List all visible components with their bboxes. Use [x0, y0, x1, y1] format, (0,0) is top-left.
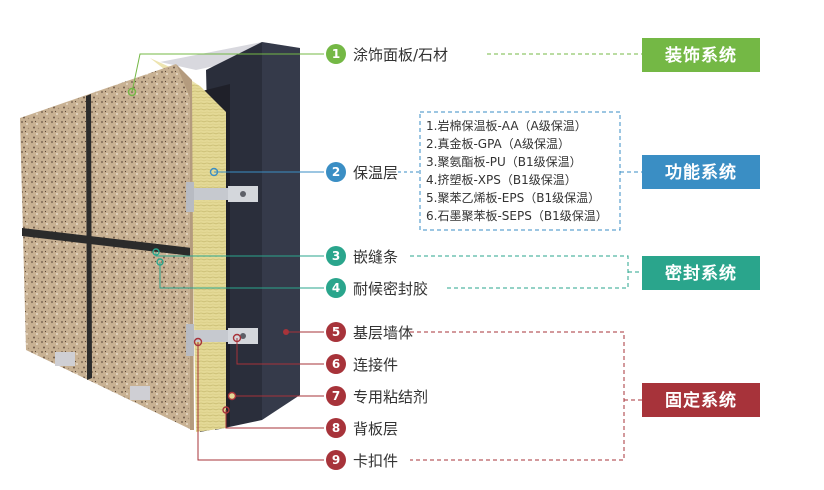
- badge-6-number: 6: [332, 357, 340, 371]
- component-6: 6 连接件: [326, 354, 398, 374]
- insulation-type-2: 2.真金板-GPA（A级保温）: [426, 136, 570, 151]
- badge-1: [326, 44, 346, 64]
- component-4: 4 耐候密封胶: [326, 278, 428, 298]
- badge-4: [326, 278, 346, 298]
- badge-9-number: 9: [332, 453, 340, 467]
- stone-panel-edge: [176, 64, 194, 430]
- system-fixing-box: [642, 383, 760, 417]
- component-3: 3 嵌缝条: [326, 246, 398, 266]
- component-9: 9 卡扣件: [326, 450, 398, 470]
- label-4: 耐候密封胶: [353, 280, 428, 298]
- badge-3: [326, 246, 346, 266]
- insulation-types-border: [419, 111, 621, 231]
- insulation-type-1: 1.岩棉保温板-AA（A级保温）: [426, 118, 587, 133]
- component-2: 2 保温层: [326, 162, 398, 182]
- base-foot-2: [130, 386, 150, 400]
- marker-7: [227, 391, 237, 401]
- wall-illustration: [20, 42, 300, 432]
- marker-8: [222, 406, 230, 414]
- label-7: 专用粘结剂: [353, 388, 428, 406]
- insulation-types-box: 1.岩棉保温板-AA（A级保温） 2.真金板-GPA（A级保温） 3.聚氨酯板-…: [419, 111, 621, 231]
- badge-2-number: 2: [332, 165, 340, 179]
- system-functional-label: 功能系统: [665, 162, 737, 183]
- leader-9: [197, 342, 324, 461]
- marker-5: [283, 329, 289, 335]
- badge-1-number: 1: [332, 47, 340, 61]
- component-7: 7 专用粘结剂: [326, 386, 428, 406]
- leader-fixing-bracket: [410, 331, 625, 461]
- marker-3: [152, 248, 160, 256]
- base-foot-1: [55, 352, 75, 366]
- badge-4-number: 4: [332, 281, 340, 295]
- insulation-type-4: 4.挤塑板-XPS（B1级保温）: [426, 172, 577, 187]
- base-wall: [262, 42, 300, 420]
- leader-4: [159, 262, 324, 289]
- leader-6: [236, 338, 324, 365]
- badge-5: [326, 322, 346, 342]
- component-labels: 1 涂饰面板/石材 2 保温层 3 嵌缝条 4 耐候密封胶 5 基层墙体 6 连…: [326, 44, 448, 470]
- leader-lines: [131, 53, 642, 461]
- lower-bracket: [186, 324, 258, 356]
- system-fixing: 固定系统: [642, 383, 760, 417]
- insulation-type-5: 5.聚苯乙烯板-EPS（B1级保温）: [426, 191, 600, 205]
- marker-1: [127, 87, 137, 97]
- marker-4: [156, 258, 164, 266]
- leader-sealing-bracket: [410, 255, 629, 289]
- leader-1: [131, 53, 324, 93]
- label-6: 连接件: [353, 356, 398, 374]
- system-sealing: 密封系统: [642, 256, 760, 290]
- component-1: 1 涂饰面板/石材: [326, 44, 448, 64]
- badge-7: [326, 386, 346, 406]
- joint-horizontal: [22, 228, 192, 256]
- system-labels: 装饰系统 功能系统 密封系统 固定系统: [628, 38, 760, 417]
- label-1: 涂饰面板/石材: [353, 46, 448, 64]
- component-5: 5 基层墙体: [326, 322, 413, 342]
- system-decorative: 装饰系统: [642, 38, 760, 72]
- badge-8: [326, 418, 346, 438]
- marker-2: [209, 167, 219, 177]
- leader-8: [225, 410, 324, 429]
- stone-panel-face: [20, 64, 192, 430]
- marker-9: [193, 337, 203, 347]
- insulation-type-6: 6.石墨聚苯板-SEPS（B1级保温）: [426, 209, 608, 223]
- label-2: 保温层: [353, 164, 398, 182]
- label-3: 嵌缝条: [353, 248, 398, 266]
- label-8: 背板层: [353, 420, 398, 438]
- component-8: 8 背板层: [326, 418, 398, 438]
- system-functional: 功能系统: [642, 155, 760, 189]
- badge-2: [326, 162, 346, 182]
- system-decorative-box: [642, 38, 760, 72]
- label-9: 卡扣件: [353, 452, 398, 470]
- badge-5-number: 5: [332, 325, 340, 339]
- badge-9: [326, 450, 346, 470]
- system-sealing-label: 密封系统: [665, 263, 737, 284]
- label-5: 基层墙体: [353, 324, 413, 342]
- system-sealing-box: [642, 256, 760, 290]
- badge-6: [326, 354, 346, 374]
- system-fixing-label: 固定系统: [665, 390, 737, 411]
- badge-7-number: 7: [332, 389, 340, 403]
- system-functional-box: [642, 155, 760, 189]
- system-decorative-label: 装饰系统: [664, 45, 737, 66]
- badge-8-number: 8: [332, 421, 340, 435]
- insulation-type-3: 3.聚氨酯板-PU（B1级保温）: [426, 155, 582, 169]
- upper-bracket: [186, 182, 258, 212]
- leader-3: [155, 252, 324, 257]
- badge-3-number: 3: [332, 249, 340, 263]
- markers: [127, 87, 289, 414]
- marker-6: [232, 333, 242, 343]
